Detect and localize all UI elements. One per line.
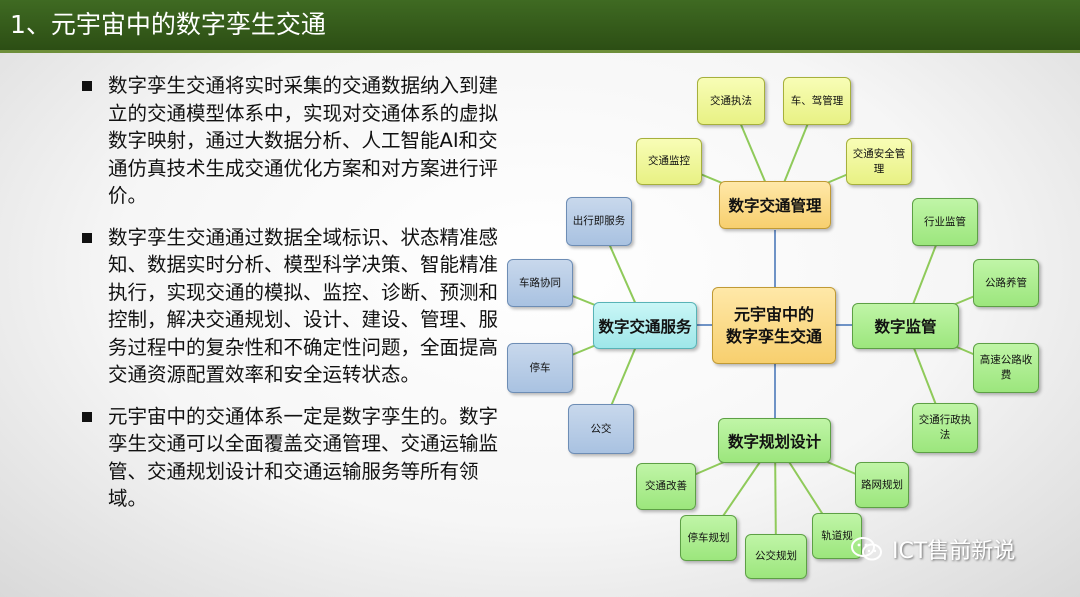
wechat-icon (851, 537, 882, 561)
branch-supervision: 数字监管 (852, 303, 959, 349)
leaf-label: 车、驾管理 (790, 94, 844, 107)
square-bullet-icon (82, 232, 92, 243)
branch-service: 数字交通服务 (593, 302, 697, 349)
watermark: ICT售前新说 (850, 533, 1015, 565)
slide-title-bar: 1、元宇宙中的数字孪生交通 (0, 0, 1080, 50)
leaf-node: 公交规划 (745, 534, 807, 579)
leaf-label: 交通执法 (710, 94, 752, 107)
leaf-label: 公交 (590, 422, 612, 435)
bullet-text: 数字孪生交通通过数据全域标识、状态精准感知、数据实时分析、模型科学决策、智能精准… (108, 225, 499, 387)
center-node: 元宇宙中的 数字孪生交通 (712, 287, 836, 364)
slide-title: 1、元宇宙中的数字孪生交通 (10, 10, 326, 39)
branch-label: 数字交通服务 (598, 317, 692, 336)
leaf-node: 行业监管 (912, 198, 978, 246)
leaf-label: 高速公路收费 (979, 354, 1033, 381)
leaf-label: 车路协同 (519, 276, 561, 289)
bullet-text: 数字孪生交通将实时采集的交通数据纳入到建立的交通模型体系中，实现对交通体系的虚拟… (108, 74, 499, 207)
leaf-node: 高速公路收费 (973, 343, 1039, 393)
leaf-node: 停车规划 (680, 515, 737, 561)
leaf-label: 交通行政执法 (918, 414, 972, 441)
bullet-item: 数字孪生交通将实时采集的交通数据纳入到建立的交通模型体系中，实现对交通体系的虚拟… (80, 72, 500, 210)
leaf-node: 路网规划 (855, 462, 909, 508)
leaf-node: 交通行政执法 (912, 403, 978, 453)
center-line-2: 数字孪生交通 (725, 326, 822, 346)
leaf-node: 公交 (568, 404, 634, 454)
branch-planning: 数字规划设计 (718, 418, 831, 463)
leaf-label: 交通监控 (648, 155, 690, 167)
leaf-node: 交通执法 (697, 77, 765, 125)
leaf-label: 公路养管 (985, 276, 1027, 289)
leaf-label: 轨道规 (821, 529, 853, 542)
bullet-list: 数字孪生交通将实时采集的交通数据纳入到建立的交通模型体系中，实现对交通体系的虚拟… (80, 72, 500, 527)
branch-label: 数字监管 (874, 318, 937, 336)
watermark-text: ICT售前新说 (892, 539, 1016, 564)
square-bullet-icon (82, 411, 92, 422)
leaf-label: 停车 (529, 361, 551, 374)
branch-management: 数字交通管理 (719, 181, 831, 229)
branch-label: 数字规划设计 (727, 432, 821, 451)
leaf-label: 公交规划 (755, 550, 797, 562)
leaf-node: 交通监控 (636, 138, 702, 185)
leaf-node: 停车 (507, 343, 573, 393)
center-line-1: 元宇宙中的 (733, 304, 814, 324)
leaf-node: 车路协同 (507, 259, 573, 307)
leaf-label: 路网规划 (861, 478, 903, 491)
leaf-node: 公路养管 (973, 259, 1039, 307)
leaf-label: 交通安全管理 (852, 147, 906, 175)
leaf-label: 行业监管 (924, 215, 966, 228)
branch-label: 数字交通管理 (728, 197, 822, 215)
leaf-node: 交通安全管理 (846, 138, 912, 185)
bullet-item: 数字孪生交通通过数据全域标识、状态精准感知、数据实时分析、模型科学决策、智能精准… (80, 224, 500, 389)
bullet-text: 元宇宙中的交通体系一定是数字孪生的。数字孪生交通可以全面覆盖交通管理、交通运输监… (108, 404, 499, 511)
leaf-label: 停车规划 (687, 531, 730, 544)
leaf-node: 交通改善 (636, 463, 696, 510)
title-divider (0, 50, 1080, 53)
leaf-node: 出行即服务 (566, 197, 632, 246)
leaf-label: 交通改善 (645, 480, 687, 492)
square-bullet-icon (82, 81, 92, 91)
leaf-node: 车、驾管理 (783, 77, 851, 125)
leaf-label: 出行即服务 (572, 215, 626, 227)
bullet-item: 元宇宙中的交通体系一定是数字孪生的。数字孪生交通可以全面覆盖交通管理、交通运输监… (80, 403, 500, 513)
